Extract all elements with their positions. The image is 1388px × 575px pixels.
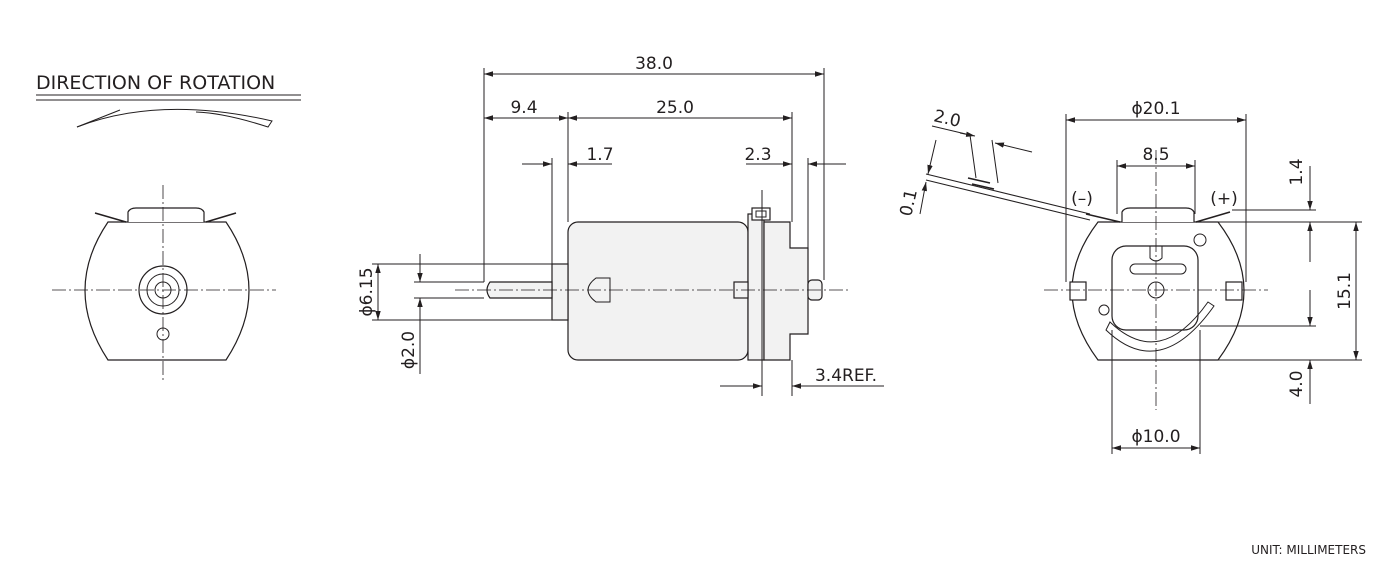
dim-1-7-label: 1.7 — [586, 145, 613, 165]
dim-1-4-label: 1.4 — [1287, 158, 1307, 185]
dim-0-1-a — [927, 139, 937, 175]
dim-38-label: 38.0 — [635, 54, 673, 74]
dim-dia-6-15-label: ϕ6.15 — [357, 267, 377, 316]
dim-2-0-a — [959, 131, 976, 137]
ext-term-a — [969, 134, 977, 179]
rear-boss — [1111, 245, 1199, 331]
polarity-negative: (–) — [1071, 189, 1093, 209]
side-terminal — [751, 207, 771, 221]
rear-arc-slot — [1105, 301, 1215, 352]
dim-2-0-label: 2.0 — [932, 106, 963, 132]
dim-0-1-label: 0.1 — [896, 187, 922, 218]
dim-15-1-label: 15.1 — [1335, 272, 1355, 310]
polarity-positive: (+) — [1210, 189, 1238, 209]
rear-terminal-positive — [1195, 211, 1231, 223]
ext-term-b — [991, 139, 999, 184]
terminal-mark-2 — [971, 183, 995, 190]
dim-25-label: 25.0 — [656, 98, 694, 118]
rotation-arrow-right — [76, 108, 273, 128]
side-shaft — [486, 281, 553, 299]
rear-hole-top — [1193, 233, 1207, 247]
rear-tab-right — [1225, 281, 1243, 301]
side-bump — [587, 277, 611, 303]
rotation-title: DIRECTION OF ROTATION — [36, 72, 275, 94]
terminal-mark-1 — [967, 177, 991, 184]
rear-terminal-negative — [1085, 213, 1121, 223]
front-terminal-right — [205, 212, 237, 223]
rear-terminal-block — [1121, 207, 1195, 222]
dim-2-0-b — [994, 142, 1033, 153]
side-flange — [551, 263, 569, 321]
dim-4-label: 4.0 — [1287, 370, 1307, 397]
side-terminal-slot — [755, 210, 767, 218]
dim-dia-10-label: ϕ10.0 — [1131, 427, 1180, 447]
front-terminal-left — [94, 212, 127, 223]
side-view: 38.0 9.4 25.0 1.7 2.3 3.4REF. ϕ6.15 ϕ2.0 — [357, 54, 884, 396]
dim-2-3-label: 2.3 — [744, 145, 771, 165]
rotation-arrow-left — [76, 109, 121, 128]
dim-ref-label: 3.4REF. — [815, 366, 877, 386]
dim-dia-2-label: ϕ2.0 — [399, 331, 419, 369]
side-rear-cap — [763, 221, 809, 361]
dim-9-4-label: 9.4 — [510, 98, 537, 118]
rotation-legend: DIRECTION OF ROTATION — [36, 72, 301, 128]
dim-0-1-b — [919, 181, 927, 215]
rear-hole-bottom — [1098, 304, 1110, 316]
dim-8-5-label: 8.5 — [1142, 145, 1169, 165]
rear-view: ϕ20.1 8.5 (–) (+) 1.4 15.1 4.0 ϕ10.0 — [896, 99, 1362, 454]
rear-tab-left — [1069, 281, 1087, 301]
front-terminal-block — [127, 207, 205, 222]
unit-note: UNIT: MILLIMETERS — [1251, 543, 1366, 557]
side-body — [567, 221, 749, 361]
rear-slot — [1129, 263, 1187, 275]
terminal-line-2 — [925, 179, 1091, 221]
dim-dia-20-1-label: ϕ20.1 — [1131, 99, 1180, 119]
terminal-line-1 — [925, 173, 1091, 215]
front-view — [52, 185, 276, 380]
